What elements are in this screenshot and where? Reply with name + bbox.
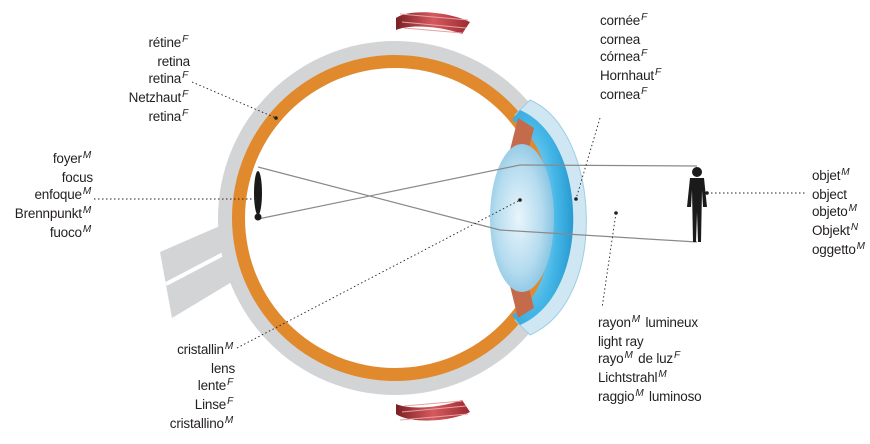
- gender-marker: F: [641, 48, 647, 59]
- term-text: cornea: [600, 87, 640, 102]
- term-text: objet: [812, 168, 840, 183]
- gender-marker: M: [225, 341, 233, 352]
- term-text: lumineux: [642, 315, 698, 330]
- term-text: foyer: [53, 151, 82, 166]
- term-line: retinaF: [60, 70, 190, 89]
- term-text: Lichtstrahl: [598, 370, 657, 385]
- term-line: light ray: [598, 333, 701, 350]
- term-line: enfoqueM: [0, 186, 93, 205]
- term-line: córneaF: [600, 48, 663, 67]
- eye-muscle-bottom: [396, 400, 470, 421]
- term-text: cristallino: [170, 416, 224, 431]
- term-text: de luz: [635, 351, 673, 366]
- term-line: cristallinM: [140, 341, 235, 360]
- label-cornea: cornéeFcorneacórneaFHornhautFcorneaF: [600, 12, 663, 105]
- term-text: cornée: [600, 13, 640, 28]
- term-text: lens: [211, 361, 235, 376]
- gender-marker: N: [851, 222, 858, 233]
- term-line: fuocoM: [0, 224, 93, 243]
- term-line: retina: [60, 53, 190, 70]
- term-line: objetoM: [812, 203, 867, 222]
- term-line: cornea: [600, 31, 663, 48]
- gender-marker: M: [83, 205, 91, 216]
- term-text: fuoco: [50, 225, 82, 240]
- gender-marker: M: [83, 186, 91, 197]
- term-text: rayon: [598, 315, 631, 330]
- gender-marker: F: [655, 67, 661, 78]
- eye-muscle-top: [396, 12, 470, 34]
- term-text: luminoso: [645, 389, 701, 404]
- gender-marker: M: [632, 314, 640, 325]
- gender-marker: F: [182, 89, 188, 100]
- term-line: retinaF: [60, 108, 190, 127]
- object-figure: [687, 167, 707, 242]
- lens: [490, 144, 554, 292]
- gender-marker: M: [635, 388, 643, 399]
- term-text: Netzhaut: [129, 90, 181, 105]
- term-line: corneaF: [600, 86, 663, 105]
- term-text: retina: [149, 109, 182, 124]
- gender-marker: M: [849, 203, 857, 214]
- term-line: oggettoM: [812, 241, 867, 260]
- term-line: lens: [140, 360, 235, 377]
- term-text: cornea: [600, 32, 640, 47]
- term-line: LichtstrahlM: [598, 369, 701, 388]
- term-text: córnea: [600, 49, 640, 64]
- term-text: enfoque: [34, 187, 81, 202]
- term-line: raggioM luminoso: [598, 388, 701, 407]
- term-line: focus: [0, 169, 93, 186]
- gender-marker: F: [641, 12, 647, 23]
- term-text: Objekt: [812, 223, 850, 238]
- term-line: cornéeF: [600, 12, 663, 31]
- gender-marker: M: [225, 415, 233, 426]
- gender-marker: F: [641, 86, 647, 97]
- term-line: BrennpunktM: [0, 205, 93, 224]
- term-text: objeto: [812, 204, 848, 219]
- term-text: object: [812, 187, 847, 202]
- term-line: objetM: [812, 167, 867, 186]
- term-line: rayonM lumineux: [598, 314, 701, 333]
- gender-marker: F: [674, 350, 680, 361]
- gender-marker: M: [83, 150, 91, 161]
- term-text: rayo: [598, 351, 623, 366]
- term-text: focus: [62, 170, 93, 185]
- term-line: cristallinoM: [140, 415, 235, 434]
- term-line: ObjektN: [812, 222, 867, 241]
- term-line: foyerM: [0, 150, 93, 169]
- gender-marker: M: [841, 167, 849, 178]
- gender-marker: F: [182, 108, 188, 119]
- gender-marker: M: [658, 369, 666, 380]
- term-text: Hornhaut: [600, 68, 654, 83]
- gender-marker: F: [182, 70, 188, 81]
- gender-marker: M: [857, 241, 865, 252]
- gender-marker: M: [624, 350, 632, 361]
- term-line: object: [812, 186, 867, 203]
- term-line: rayoM de luzF: [598, 350, 701, 369]
- term-text: raggio: [598, 389, 634, 404]
- term-line: HornhautF: [600, 67, 663, 86]
- gender-marker: M: [83, 224, 91, 235]
- gender-marker: F: [182, 34, 188, 45]
- term-line: lenteF: [140, 377, 235, 396]
- term-text: cristallin: [177, 342, 224, 357]
- term-line: rétineF: [60, 34, 190, 53]
- term-text: Brennpunkt: [15, 206, 82, 221]
- term-text: lente: [198, 378, 226, 393]
- term-text: light ray: [598, 334, 643, 349]
- term-text: oggetto: [812, 242, 856, 257]
- gender-marker: F: [227, 377, 233, 388]
- term-line: LinseF: [140, 396, 235, 415]
- term-line: NetzhautF: [60, 89, 190, 108]
- term-text: Linse: [195, 397, 226, 412]
- gender-marker: F: [227, 396, 233, 407]
- term-text: retina: [157, 54, 190, 69]
- term-text: rétine: [149, 35, 182, 50]
- term-text: retina: [149, 71, 182, 86]
